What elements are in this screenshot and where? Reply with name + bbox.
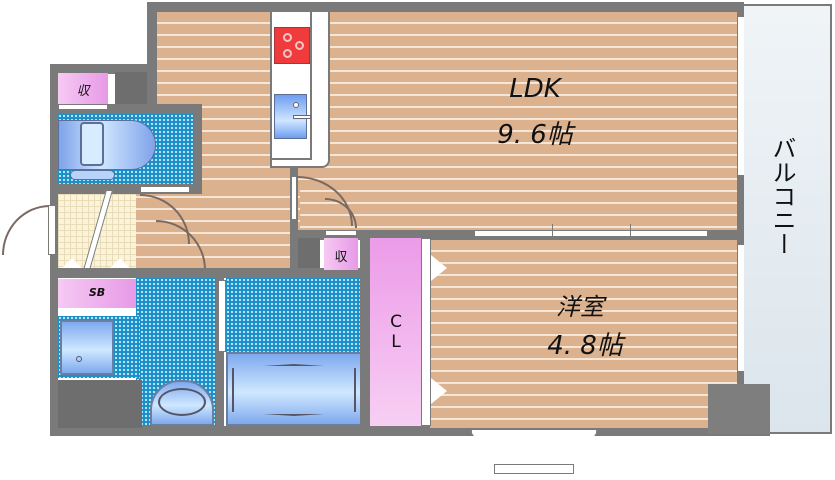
outer-wall-left-upper [147, 2, 157, 106]
outer-wall-left-step [50, 64, 155, 74]
washing-machine-icon [60, 320, 114, 375]
western-room-name-label: 洋室 [556, 293, 604, 321]
western-room-size-label: 4. 8帖 [547, 331, 623, 361]
storage-1[interactable]: 収 [58, 73, 108, 104]
bathtub-icon [226, 352, 362, 426]
sliding-door-divider [552, 224, 553, 240]
wall-cl-left [360, 234, 370, 428]
washbasin-icon [150, 380, 214, 426]
wall-bath-top [50, 268, 370, 278]
shoe-box-label: SB [88, 286, 106, 299]
sliding-door-ldk-western[interactable] [474, 230, 708, 237]
ldk-size-label: 9. 6帖 [497, 120, 573, 150]
sliding-door-divider [630, 224, 631, 240]
ldk-floor[interactable] [157, 12, 737, 234]
bathroom-door[interactable] [218, 280, 226, 352]
shoe-box[interactable]: SB [58, 279, 136, 308]
kitchen-sink-icon [274, 94, 311, 139]
toilet-tank [80, 122, 104, 166]
wall-wash-bath [216, 278, 224, 428]
shoe-step-marker [108, 258, 132, 270]
storage-2-door[interactable] [325, 230, 357, 236]
balcony[interactable]: バルコニー [744, 4, 832, 434]
pipe-space-1 [115, 72, 147, 104]
stove-icon [274, 27, 310, 64]
storage-2-label: 収 [334, 250, 348, 265]
pipe-space-3 [298, 238, 320, 268]
bay-window-sill [494, 464, 574, 474]
closet-label-l: L [391, 332, 401, 352]
bathroom-floor[interactable] [226, 278, 362, 352]
western-room-floor[interactable] [430, 240, 737, 428]
ldk-name-label: LDK [509, 74, 561, 104]
closet-door[interactable] [421, 238, 431, 426]
pipe-space-2 [58, 380, 142, 428]
outer-wall-right [736, 2, 744, 432]
storage-1-door[interactable] [58, 104, 108, 110]
front-door[interactable] [2, 205, 50, 255]
closet-label-c: C [390, 312, 402, 332]
shoe-step-marker [60, 258, 84, 270]
balcony-label: バルコニー [768, 136, 796, 256]
hallway-floor [110, 186, 300, 270]
outer-wall-bottom [50, 426, 770, 436]
closet-door-marker-bottom [431, 378, 447, 404]
toilet-door[interactable] [140, 186, 190, 193]
storage-2[interactable]: 収 [324, 238, 358, 270]
toilet-controls [70, 170, 115, 180]
front-door-leaf [48, 205, 56, 255]
toilet-icon [58, 120, 156, 170]
storage-1-label: 収 [76, 84, 90, 99]
closet[interactable]: C L [370, 238, 422, 426]
pillar [708, 384, 770, 434]
closet-door-marker-top [431, 255, 447, 281]
ldk-door[interactable] [291, 176, 297, 220]
